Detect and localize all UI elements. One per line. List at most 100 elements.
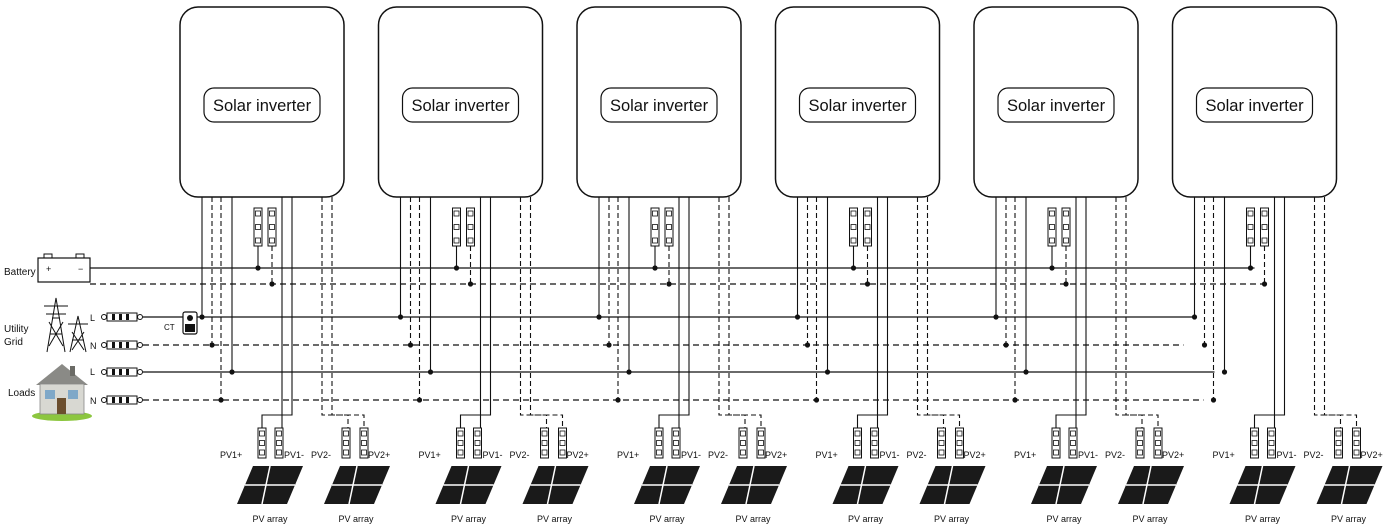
fuse-icon [1250,427,1259,459]
fuse-icon [558,427,567,459]
solar-panel-icon [1118,465,1184,505]
pv-wire [1125,197,1159,428]
inverter-label-box [401,87,520,123]
junction-dot [666,281,672,287]
fuse-icon [1153,427,1163,459]
solar-panel-icon [1316,465,1383,505]
pv-array-label: PV array [338,514,374,524]
junction-dot [407,342,414,348]
fuse-icon [863,207,872,247]
pv2-minus-label: PV2- [1105,450,1125,460]
fuse-icon [257,427,267,459]
junction-dot [824,369,831,375]
pv-array-label: PV array [1132,514,1168,524]
pv-wire [1323,197,1358,428]
junction-dot [1049,265,1055,271]
junction-dot [606,342,612,348]
junction-dot [1247,265,1254,271]
pv-wire [718,197,746,428]
junction-dot [626,369,632,375]
pv-wire [678,197,690,428]
grid-label-line2: Grid [4,337,23,348]
fuse-icon [955,427,964,459]
pv-wire [1115,197,1143,428]
pv-wire [1055,197,1077,428]
fuse-icon [664,207,674,247]
junction-dot [199,314,205,320]
fuse-icon [849,207,858,247]
inverter-label-box [997,87,1115,123]
junction-dot [255,265,261,271]
pv-array-label: PV array [451,514,487,524]
solar-panel-icon [832,465,899,505]
pv1-minus-label: PV1- [284,450,304,460]
pv-wire [261,197,283,428]
junction-dot [397,314,404,320]
svg-text:−: − [78,264,83,274]
inverter-label: Solar inverter [808,97,907,115]
breaker-icon [101,395,143,405]
fuse-icon [1051,427,1061,459]
pv1-plus-label: PV1+ [419,450,441,460]
pv-wire [1253,197,1276,428]
pv2-minus-label: PV2- [907,450,927,460]
pv1-plus-label: PV1+ [1014,450,1036,460]
fuse-icon [359,427,369,459]
fuse-icon [473,427,482,459]
pv-wire [856,197,879,428]
pv-array-label: PV array [1046,514,1082,524]
pv1-minus-label: PV1- [1078,450,1098,460]
grid-label-line1: Utility [4,324,28,335]
battery: + − Battery [4,253,91,283]
transmission-tower-icon [44,297,88,353]
pv1-plus-label: PV1+ [220,450,242,460]
pv-array-label: PV array [252,514,288,524]
fuse-icon [937,427,946,459]
inverter-label-box [203,87,321,123]
pv-wire [321,197,349,428]
junction-dot [218,397,224,403]
pv2-plus-label: PV2+ [765,450,787,460]
junction-dot [615,397,621,403]
junction-dot [804,342,811,348]
pv-array-label: PV array [1245,514,1281,524]
junction-dot [850,265,857,271]
ct-label: CT [164,323,175,332]
junction-dot [209,342,215,348]
pv2-minus-label: PV2- [708,450,728,460]
fuse-icon [452,207,461,247]
pv1-plus-label: PV1+ [1213,450,1235,460]
pv1-minus-label: PV1- [880,450,900,460]
loads-line-label: L [90,367,95,377]
breaker-icon [101,367,143,377]
junction-dot [1221,369,1228,375]
pv1-plus-label: PV1+ [617,450,639,460]
junction-dot [1201,342,1208,348]
inverter-label-box [798,87,917,123]
junction-dot [1003,342,1009,348]
solar-panel-icon [324,465,390,505]
pv-array-label: PV array [1331,514,1367,524]
solar-panel-icon [721,465,787,505]
pv-wire [459,197,482,428]
loads-label: Loads [8,388,35,399]
junction-dot [229,369,235,375]
grid-line-label: L [90,313,95,323]
fuse-icon [1135,427,1145,459]
pv-wire [728,197,762,428]
fuse-icon [1260,207,1269,247]
loads: Loads L N [8,364,97,421]
fuse-icon [267,207,277,247]
junction-dot [993,314,999,320]
fuse-icon [466,207,475,247]
fuse-icon [274,427,284,459]
solar-panel-icon [634,465,700,505]
solar-panel-icon [435,465,502,505]
junction-dot [1191,314,1198,320]
junction-dot [864,281,871,287]
pv-wire [916,197,945,428]
